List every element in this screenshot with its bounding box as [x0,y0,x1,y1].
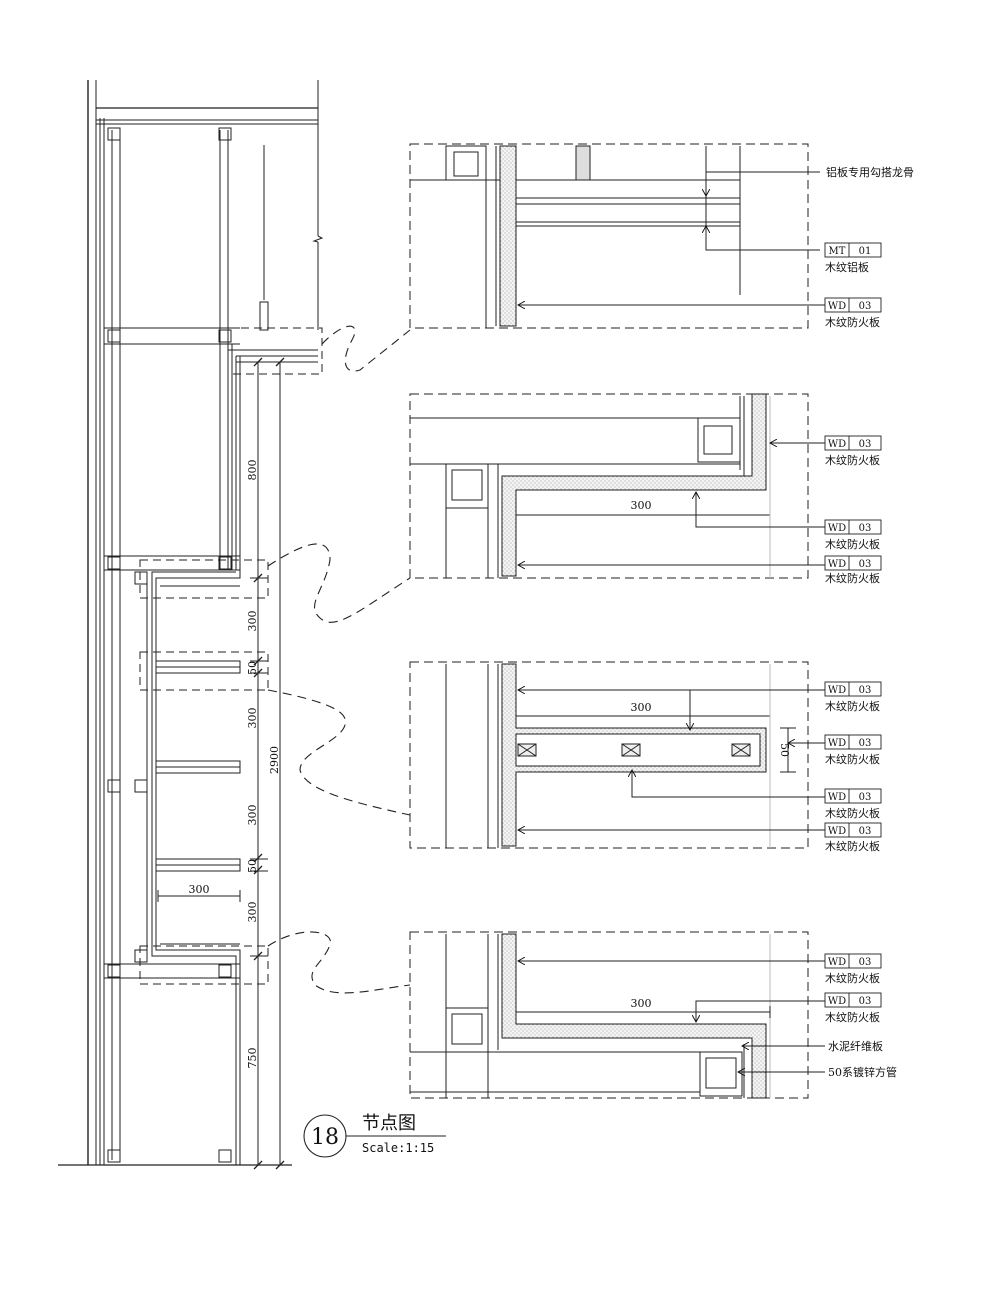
d3-tag1-no: 03 [859,685,872,696]
d3-tag3-no: 03 [859,792,872,803]
d4-tag2-code: WD [828,996,846,1007]
d2-tag1-no: 03 [859,439,872,450]
title-name: 节点图 [362,1113,416,1134]
dim-300-d: 300 [246,902,259,923]
d2-dim: 300 [631,499,652,512]
dim-800: 800 [246,460,259,481]
d4-tag1-desc: 木纹防火板 [825,971,880,985]
detail-1 [409,143,825,329]
d3-dim: 300 [631,701,652,714]
d3-tag1-code: WD [828,685,846,696]
d3-tag4-no: 03 [859,826,872,837]
d1-tag-desc: 木纹铝板 [825,260,869,274]
d1-tag2-no: 03 [859,301,872,312]
detail-4 [409,931,825,1099]
d3-tag1-desc: 木纹防火板 [825,699,880,713]
d2-tag2-code: WD [828,523,846,534]
dim-50-b: 50 [246,859,259,873]
d2-tag1-desc: 木纹防火板 [825,453,880,467]
dim-300-a: 300 [246,611,259,632]
d1-tag-no: 01 [859,246,872,257]
d3-tag4-code: WD [828,826,846,837]
d1-callout-keel: 铝板专用勾搭龙骨 [826,165,914,179]
d3-tag2-no: 03 [859,738,872,749]
d3-tag3-desc: 木纹防火板 [825,806,880,820]
detail-3 [409,661,825,849]
d2-tag2-no: 03 [859,523,872,534]
dim-width-300: 300 [189,883,210,896]
d4-callout-steel-tube: 50系镀锌方管 [828,1065,897,1079]
d4-tag2-no: 03 [859,996,872,1007]
d3-tag2-desc: 木纹防火板 [825,752,880,766]
title-number: 18 [311,1125,339,1150]
d1-tag2-desc: 木纹防火板 [825,315,880,329]
d2-tag3-desc: 木纹防火板 [825,571,880,585]
d4-tags [824,953,882,1008]
dim-750: 750 [246,1048,259,1069]
title-scale: Scale:1:15 [362,1141,434,1155]
detail-2 [409,393,825,579]
section-elevation [58,80,411,1170]
d4-tag1-no: 03 [859,957,872,968]
d3-tags [824,681,882,838]
d4-tag2-desc: 木纹防火板 [825,1010,880,1024]
d4-tag1-code: WD [828,957,846,968]
d1-tag-wd03 [824,297,882,313]
dim-300-b: 300 [246,708,259,729]
dim-2900: 2900 [268,746,281,774]
d1-tag2-code: WD [828,301,846,312]
dim-50-a: 50 [246,661,259,675]
d2-tag1-code: WD [828,439,846,450]
title-block [303,1114,446,1158]
d2-tag3-no: 03 [859,559,872,570]
d3-tag3-code: WD [828,792,846,803]
d3-dim-side: 50 [778,743,791,757]
elevation-dim-labels: 800 300 50 300 2900 300 50 300 750 300 [189,460,282,1069]
d2-tags [824,435,882,571]
dim-300-c: 300 [246,805,259,826]
d2-tag2-desc: 木纹防火板 [825,537,880,551]
d4-dim: 300 [631,997,652,1010]
d1-tag-code: MT [829,246,846,257]
d4-callout-fiberboard: 水泥纤维板 [828,1039,883,1053]
d3-tag4-desc: 木纹防火板 [825,839,880,853]
d1-tag-mt01 [824,242,882,258]
d3-tag2-code: WD [828,738,846,749]
d2-tag3-code: WD [828,559,846,570]
